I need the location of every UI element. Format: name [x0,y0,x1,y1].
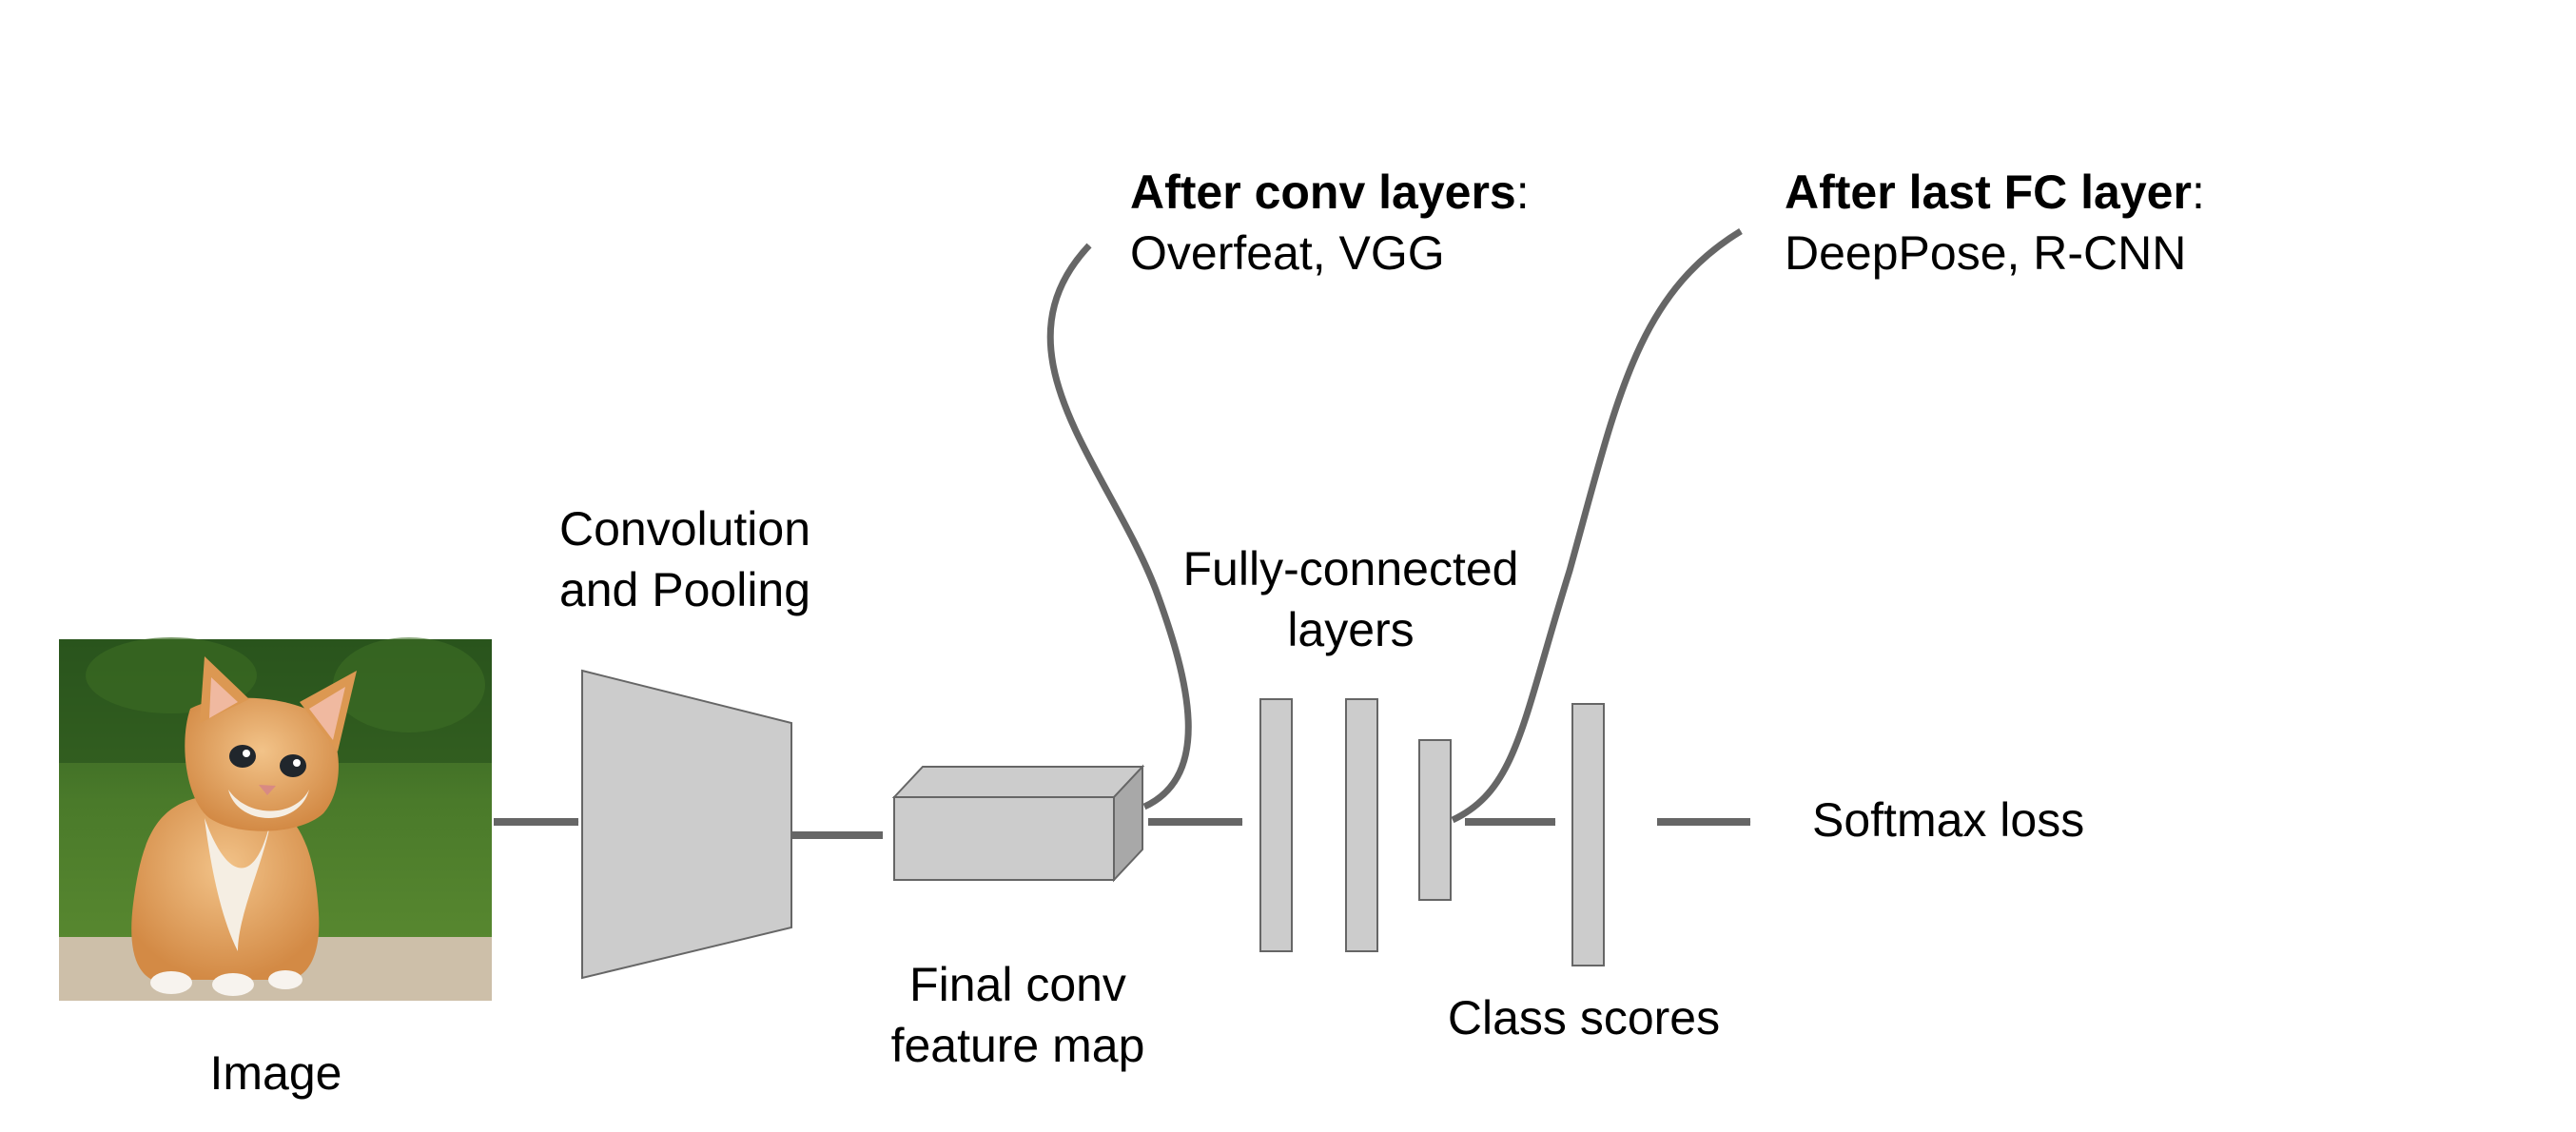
after-fc-models: DeepPose, R-CNN [1785,226,2187,280]
after-conv-colon: : [1515,166,1530,219]
fc-layer-1 [1259,698,1293,952]
conv-pool-block [581,669,792,980]
fc-layer-3 [1418,739,1452,901]
kitten-photo [59,637,492,1001]
after-fc-title: After last FC layer [1785,166,2192,219]
conv-pool-label-line2: and Pooling [558,563,811,616]
fc-layers-label-line2: layers [1287,603,1415,656]
class-scores-label: Class scores [1447,991,1721,1044]
after-conv-annotation: After conv layers: Overfeat, VGG [1130,162,1530,283]
curve-arrow-after-conv [1046,243,1192,810]
feature-map-label: Final conv feature map [847,954,1189,1076]
class-scores-layer [1571,703,1605,966]
feature-map-box [891,764,1145,883]
feature-map-label-line1: Final conv [909,958,1126,1011]
fc-layers-label: Fully-connected layers [1132,538,1570,660]
conv-pool-label: Convolution and Pooling [514,498,856,620]
softmax-loss-label: Softmax loss [1812,793,2085,847]
conv-pool-label-line1: Convolution [558,502,811,556]
image-label: Image [209,1046,342,1100]
after-conv-title: After conv layers [1130,166,1516,219]
feature-map-label-line2: feature map [890,1019,1145,1072]
fc-layer-2 [1345,698,1378,952]
fc-layers-label-line1: Fully-connected [1182,542,1519,595]
curve-arrow-after-fc [1451,228,1743,824]
after-fc-annotation: After last FC layer: DeepPose, R-CNN [1785,162,2205,283]
after-fc-colon: : [2191,166,2205,219]
after-conv-models: Overfeat, VGG [1130,226,1445,280]
